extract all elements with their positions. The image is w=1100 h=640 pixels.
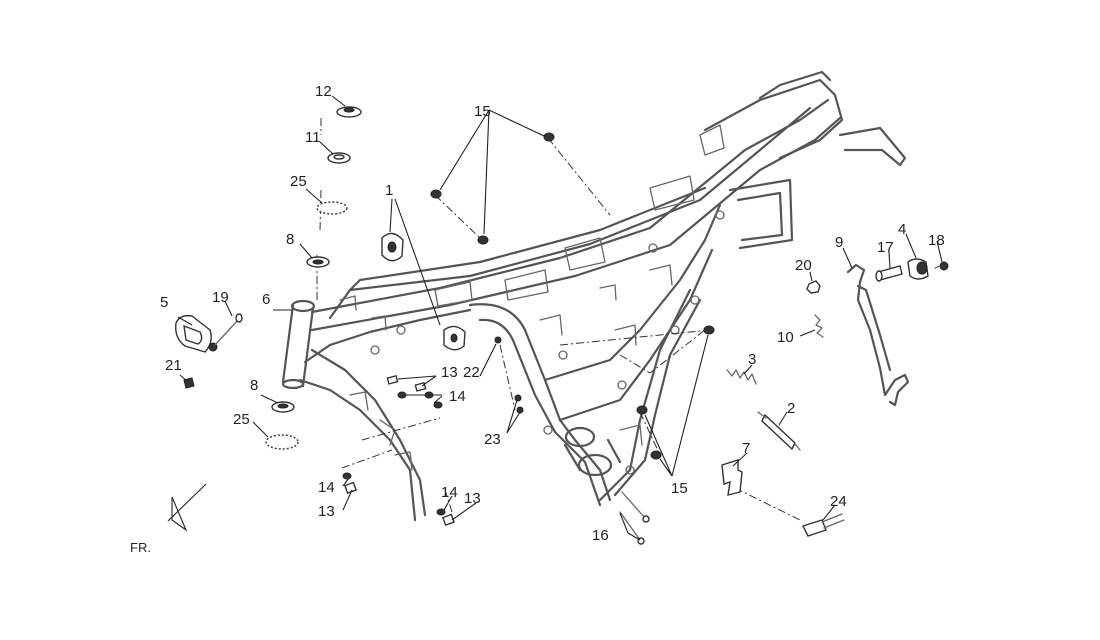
callout-22: 22 bbox=[463, 364, 480, 381]
callout-14-c: 14 bbox=[441, 484, 458, 501]
bolts-washers-parts bbox=[342, 374, 455, 527]
upper-race-part bbox=[316, 201, 348, 215]
callout-10: 10 bbox=[777, 329, 794, 346]
callout-25-upper: 25 bbox=[290, 173, 307, 190]
callout-6: 6 bbox=[262, 291, 270, 308]
callout-23: 23 bbox=[484, 431, 501, 448]
callout-18: 18 bbox=[928, 232, 945, 249]
stand-nut-part bbox=[806, 280, 821, 294]
callout-9: 9 bbox=[835, 234, 843, 251]
bracket-part bbox=[175, 314, 218, 353]
front-direction-label: FR. bbox=[130, 540, 151, 555]
stand-spring-part bbox=[726, 369, 757, 385]
lower-bearing-part bbox=[271, 401, 295, 413]
callout-16: 16 bbox=[592, 527, 609, 544]
pivot-end-bolt-part bbox=[934, 261, 949, 271]
callout-17: 17 bbox=[877, 239, 894, 256]
pivot-bolt-part bbox=[875, 265, 903, 282]
grommet-parts bbox=[430, 132, 715, 460]
stand-spring-small-part bbox=[814, 314, 824, 338]
callout-8-lower: 8 bbox=[250, 377, 258, 394]
front-direction-arrow bbox=[167, 483, 207, 532]
leader-lines bbox=[177, 95, 943, 541]
callout-15-lower: 15 bbox=[671, 480, 688, 497]
callout-12: 12 bbox=[315, 83, 332, 100]
callout-3: 3 bbox=[748, 351, 756, 368]
main-frame bbox=[281, 70, 907, 522]
side-stand-part bbox=[846, 263, 910, 407]
callout-8-upper: 8 bbox=[286, 231, 294, 248]
callout-20: 20 bbox=[795, 257, 812, 274]
assembly-lines bbox=[316, 118, 801, 521]
callout-21: 21 bbox=[165, 357, 182, 374]
callout-13-b: 13 bbox=[318, 503, 335, 520]
engine-bushing-part bbox=[381, 232, 466, 351]
callout-15-upper: 15 bbox=[474, 103, 491, 120]
bracket-bolt-part bbox=[214, 313, 243, 346]
upper-bearing-part bbox=[306, 256, 330, 268]
side-stand-switch-part bbox=[757, 411, 801, 451]
callout-2: 2 bbox=[787, 400, 795, 417]
callout-13-a: 13 bbox=[441, 364, 458, 381]
callout-19: 19 bbox=[212, 289, 229, 306]
steering-nut-part bbox=[336, 106, 362, 118]
callout-7: 7 bbox=[742, 440, 750, 457]
callout-13-c: 13 bbox=[464, 490, 481, 507]
callout-5: 5 bbox=[160, 294, 168, 311]
callout-labels: 1 2 3 4 5 6 7 8 8 9 10 11 12 13 13 13 14… bbox=[160, 83, 945, 544]
callout-24: 24 bbox=[830, 493, 847, 510]
callout-25-lower: 25 bbox=[233, 411, 250, 428]
callout-14-b: 14 bbox=[318, 479, 335, 496]
lower-race-part bbox=[265, 434, 299, 450]
callout-4: 4 bbox=[898, 221, 906, 238]
pivot-bush-part bbox=[907, 258, 929, 280]
steering-washer-part bbox=[327, 152, 351, 164]
callout-14-a: 14 bbox=[449, 388, 466, 405]
exploded-parts bbox=[175, 106, 949, 545]
mount-plate-part bbox=[721, 459, 743, 496]
stand-bolt-part bbox=[802, 513, 845, 537]
callout-1: 1 bbox=[385, 182, 393, 199]
center-fasteners-parts bbox=[494, 336, 524, 414]
callout-11: 11 bbox=[305, 129, 321, 146]
